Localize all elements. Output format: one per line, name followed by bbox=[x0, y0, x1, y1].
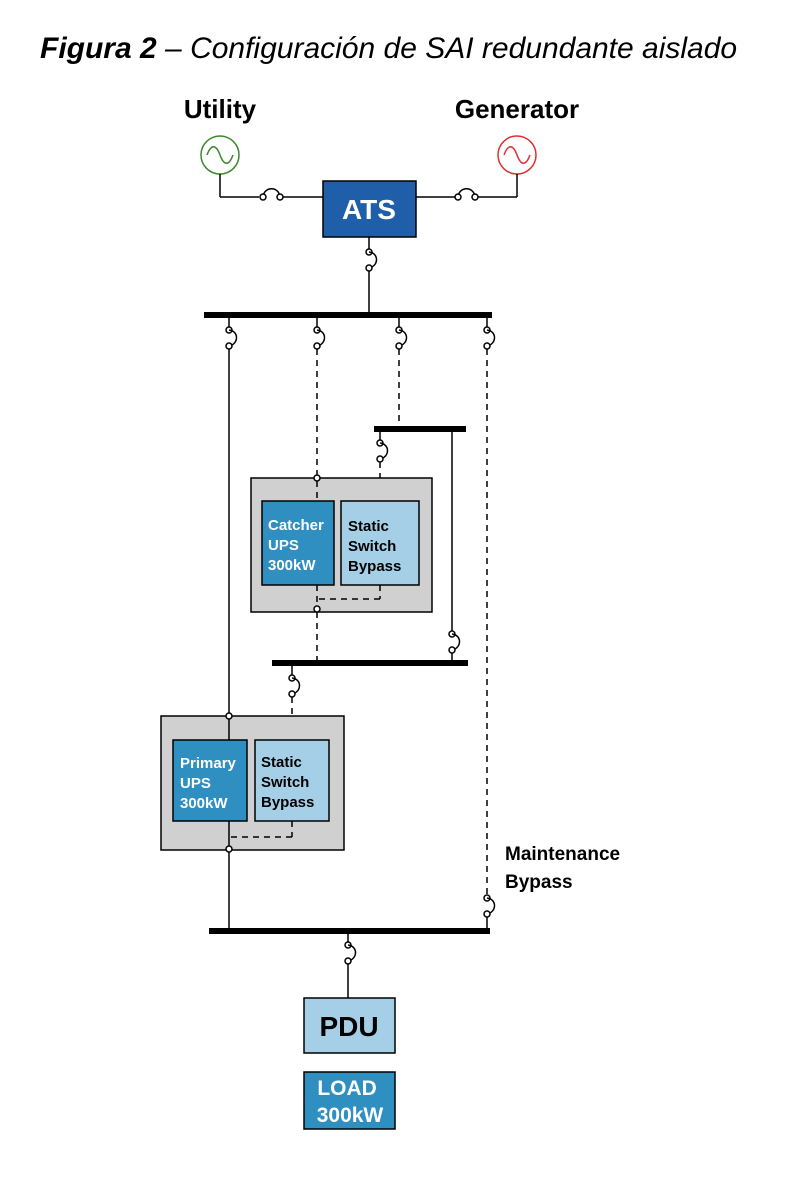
catcher-internal-wiring bbox=[316, 481, 381, 609]
generator-feed bbox=[416, 174, 518, 201]
generator-label: Generator bbox=[455, 94, 579, 124]
generator-source-icon bbox=[497, 135, 537, 175]
load-box bbox=[303, 1071, 396, 1130]
maintenance-bypass-breaker bbox=[483, 894, 496, 929]
figure-number: Figura 2 bbox=[40, 32, 157, 65]
ats-box bbox=[322, 180, 417, 238]
primary-internal-wiring bbox=[228, 719, 293, 847]
ats-label: ATS bbox=[342, 194, 396, 225]
figure-title: Figura 2 – Configuración de SAI redundan… bbox=[40, 32, 737, 65]
catcher-bus-tie bbox=[448, 432, 461, 661]
utility-source-icon bbox=[200, 135, 240, 175]
title-separator: – bbox=[157, 32, 190, 65]
pdu-feed bbox=[344, 934, 357, 998]
maintenance-bypass-label: Maintenance Bypass bbox=[505, 844, 625, 893]
primary-ups-box bbox=[172, 739, 248, 822]
primary-static-switch-label: Static Switch Bypass bbox=[261, 754, 314, 811]
load-label: LOAD 300kW bbox=[317, 1077, 384, 1127]
ats-output-feed bbox=[365, 237, 378, 314]
pdu-box bbox=[303, 997, 396, 1054]
catcher-static-switch-label: Static Switch Bypass bbox=[348, 518, 401, 575]
main-bus-breakers bbox=[225, 318, 496, 350]
utility-label: Utility bbox=[184, 94, 257, 124]
primary-static-switch-box bbox=[254, 739, 330, 822]
catcher-ups-box bbox=[261, 500, 335, 586]
utility-feed bbox=[219, 174, 323, 201]
primary-ups-label: Primary UPS 300kW bbox=[180, 755, 240, 812]
catcher-ups-label: Catcher UPS 300kW bbox=[268, 517, 328, 574]
catcher-static-switch-box bbox=[340, 500, 420, 586]
catcher-bypass-breaker bbox=[376, 432, 389, 501]
figure-caption: Configuración de SAI redundante aislado bbox=[190, 32, 737, 65]
pdu-label: PDU bbox=[319, 1011, 378, 1042]
